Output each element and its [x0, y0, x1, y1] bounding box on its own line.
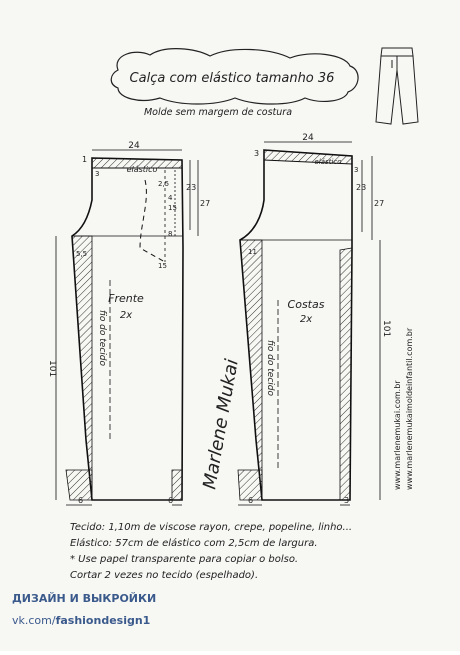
front-dim-1: 1 — [82, 155, 87, 164]
front-dim-10: 5,5 — [76, 250, 87, 258]
front-dim-2: 3 — [95, 170, 99, 178]
back-dim-4: 27 — [374, 199, 384, 208]
front-name: Frente — [108, 292, 144, 305]
front-dim-5: 2,5 — [158, 180, 169, 188]
back-hem-right-label: 3 — [344, 496, 349, 505]
credit-url-prefix: vk.com/ — [12, 614, 56, 627]
front-grain: fio do tecido — [97, 310, 107, 366]
back-dim-2: 3 — [354, 166, 358, 174]
note-pocket: * Use papel transparente para copiar o b… — [70, 554, 299, 565]
credit-url-name: fashiondesign1 — [55, 614, 151, 627]
front-dim-6: 15 — [168, 204, 177, 212]
front-pocket-line — [139, 179, 166, 263]
back-left-hatch — [239, 239, 263, 501]
credit-line-2[interactable]: vk.com/fashiondesign1 — [12, 614, 150, 627]
front-hem-right-label: 6 — [168, 496, 173, 505]
front-hem-hatch — [65, 469, 93, 501]
title-cloud — [110, 48, 359, 105]
front-dim-3: 23 — [186, 183, 196, 192]
url-1: www.marlenemukai.com.br — [393, 380, 402, 490]
credit-line-1: ДИЗАЙН И ВЫКРОЙКИ — [12, 592, 157, 605]
front-waist-label: elástico — [127, 165, 158, 174]
signature: Marlene Mukai — [199, 358, 243, 491]
pants-icon — [375, 47, 419, 125]
note-elastic: Elástico: 57cm de elástico com 2,5cm de … — [70, 538, 318, 549]
note-cut: Cortar 2 vezes no tecido (espelhado). — [70, 570, 259, 581]
front-left-hatch — [71, 235, 93, 501]
back-hem-left-label: 6 — [248, 496, 253, 505]
back-waist-label: elástico — [314, 158, 341, 166]
back-length-label: 101 — [381, 320, 391, 337]
back-dim-5: 11 — [248, 248, 257, 256]
front-dim-4: 27 — [200, 199, 210, 208]
front-waistband — [91, 157, 183, 169]
back-right-hatch — [339, 247, 353, 501]
front-dim-9: 15 — [158, 262, 167, 270]
front-top-label: 24 — [128, 141, 140, 151]
back-waistband — [263, 149, 353, 165]
front-right-hatch — [171, 469, 183, 501]
front-dim-7: 4 — [168, 194, 173, 202]
page-title: Calça com elástico tamanho 36 — [130, 71, 335, 86]
front-length-label: 101 — [47, 360, 57, 377]
note-fabric: Tecido: 1,10m de viscose rayon, crepe, p… — [70, 522, 353, 533]
back-dim-3: 23 — [356, 183, 366, 192]
back-hem-hatch — [237, 469, 263, 501]
front-qty: 2x — [120, 310, 132, 321]
front-hem-left-label: 6 — [78, 496, 83, 505]
page-subtitle: Molde sem margem de costura — [144, 107, 292, 118]
back-name: Costas — [288, 298, 325, 311]
front-dim-8: 8 — [168, 230, 172, 238]
url-2: www.marlenemukaimoldeinfantil.com.br — [405, 327, 414, 490]
back-qty: 2x — [300, 314, 312, 325]
back-grain: fio do tecido — [265, 340, 275, 396]
back-dim-1: 3 — [254, 149, 259, 158]
back-top-label: 24 — [302, 133, 314, 143]
notes-block: Tecido: 1,10m de viscose rayon, crepe, p… — [70, 520, 430, 584]
